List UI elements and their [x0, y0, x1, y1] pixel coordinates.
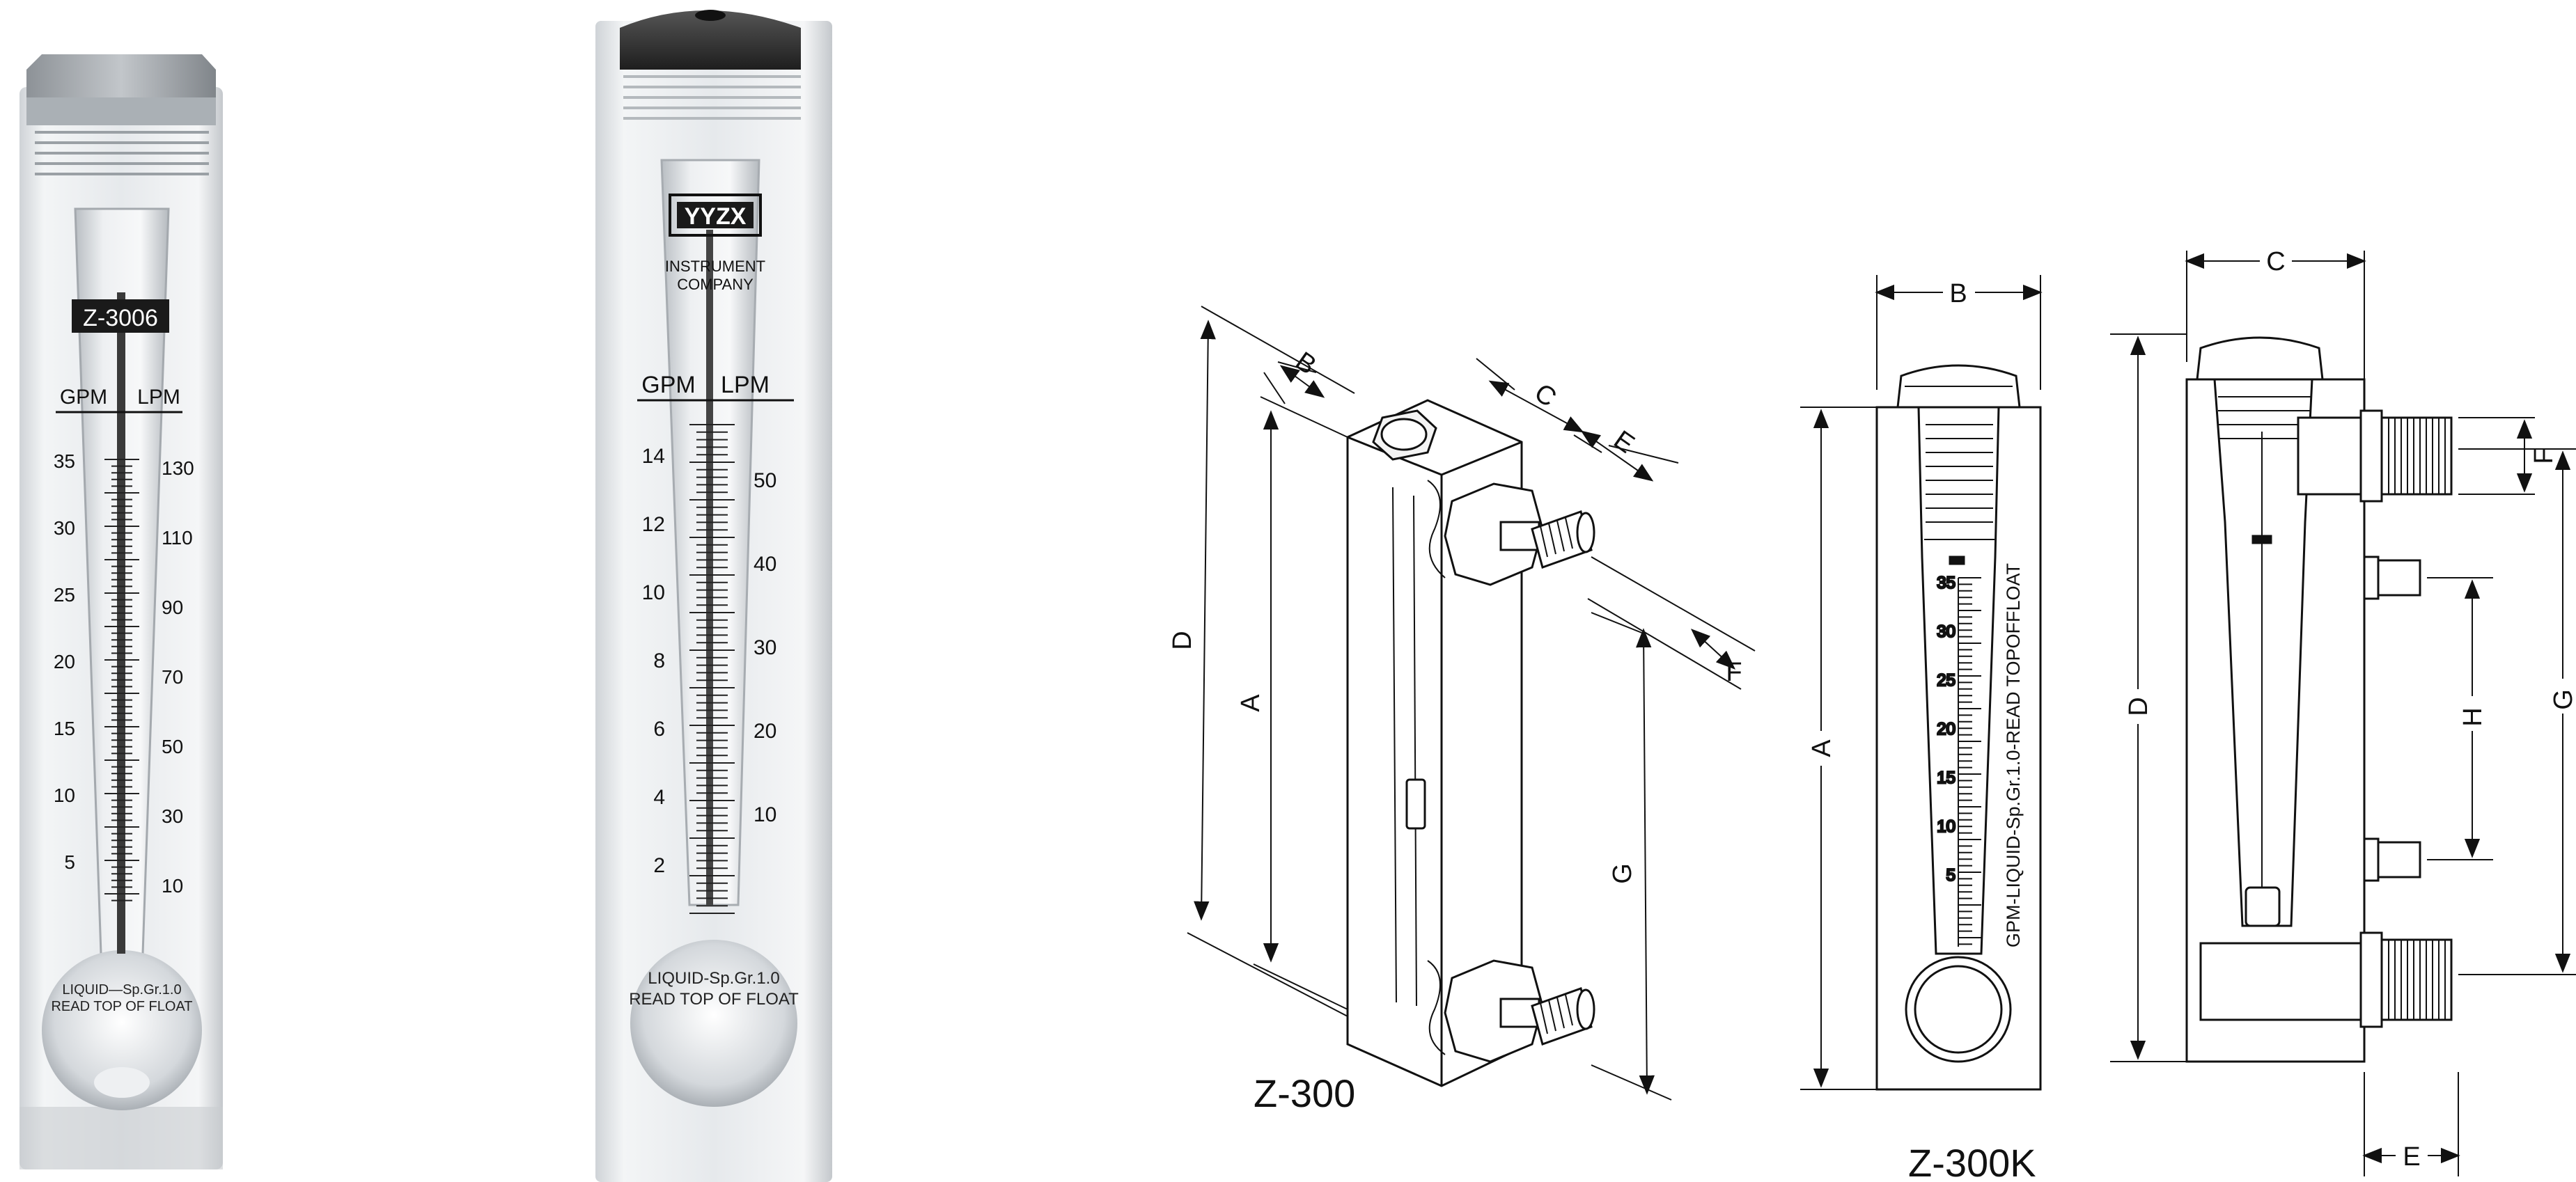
lpm-tick-label: 10: [162, 875, 183, 897]
gpm-tick-label: 10: [642, 581, 665, 604]
gpm-tick-label: 6: [653, 718, 665, 741]
lpm-tick-label: 130: [162, 457, 194, 479]
gpm-tick-label: 4: [653, 786, 665, 809]
z300k-front-labels: B A GPM-LIQUID-Sp.Gr.1.0-READ TOPOFFLOAT…: [1807, 278, 2036, 1182]
gpm-tick-label: 20: [54, 651, 75, 672]
footer-line-1: LIQUID-Sp.Gr.1.0: [648, 969, 779, 988]
dim-f: F: [2529, 448, 2559, 464]
dim-a: A: [1236, 694, 1265, 712]
gpm-tick-label: 35: [54, 450, 75, 472]
drawing-z300: [1187, 306, 1756, 1101]
drawing-z300k-front: 35 30 25 20 15 10 5: [1800, 275, 2043, 1091]
dim-g: G: [2549, 689, 2576, 710]
brand-sub-1: INSTRUMENT: [665, 258, 765, 275]
lpm-tick-label: 70: [162, 666, 183, 688]
scale-text: GPM-LIQUID-Sp.Gr.1.0-READ TOPOFFLOAT: [2003, 563, 2024, 947]
dim-c: C: [1529, 378, 1562, 413]
brand-sub-2: COMPANY: [677, 276, 754, 293]
footer-line-1: LIQUID—Sp.Gr.1.0: [62, 982, 181, 998]
lpm-tick-label: 50: [162, 736, 183, 757]
lpm-tick-label: 110: [162, 527, 193, 549]
lpm-tick-label: 10: [754, 803, 776, 826]
dim-h: H: [2458, 707, 2488, 726]
flowmeter-photo-yyzx: YYZX INSTRUMENT COMPANY GPM LPM 14 12 10 8 6…: [595, 10, 832, 1182]
scale-tick-label: 30: [1937, 622, 1956, 641]
gpm-tick-label: 25: [54, 584, 75, 606]
drawing-z300k-side: [2110, 251, 2576, 1176]
gpm-tick-label: 12: [642, 513, 665, 536]
model-label: Z-3006: [83, 305, 158, 331]
dim-d: D: [2124, 697, 2153, 716]
model-title: Z-300: [1254, 1071, 1355, 1115]
z300k-side-labels: C D F H G E: [2124, 245, 2576, 1172]
scale-tick-label: 15: [1937, 769, 1956, 787]
gpm-tick-label: 14: [642, 445, 665, 468]
scale-tick-label: 20: [1937, 720, 1956, 739]
scale-tick-label: 10: [1937, 817, 1956, 836]
dim-c: C: [2266, 247, 2285, 276]
lpm-tick-label: 40: [754, 553, 776, 576]
scale-tick-label: 25: [1937, 671, 1956, 690]
lpm-tick-label: 90: [162, 597, 183, 618]
lpm-tick-label: 30: [754, 636, 776, 659]
dim-f: F: [1726, 658, 1742, 687]
gpm-header: GPM: [60, 386, 107, 409]
lpm-header: LPM: [721, 372, 770, 398]
gpm-tick-label: 30: [54, 517, 75, 539]
gpm-tick-label: 5: [64, 851, 75, 873]
dim-e: E: [1608, 425, 1639, 459]
dim-g: G: [1608, 863, 1637, 884]
dim-d: D: [1168, 631, 1197, 649]
lpm-header: LPM: [137, 386, 180, 409]
lpm-tick-label: 50: [754, 469, 776, 492]
dim-e: E: [2403, 1142, 2420, 1172]
gpm-header: GPM: [641, 372, 695, 398]
lpm-tick-label: 20: [754, 720, 776, 743]
lpm-tick-label: 30: [162, 805, 183, 827]
model-title: Z-300K: [1908, 1141, 2036, 1182]
footer-line-2: READ TOP OF FLOAT: [51, 999, 192, 1014]
gpm-tick-label: 15: [54, 718, 75, 739]
gpm-tick-label: 10: [54, 785, 75, 806]
gpm-tick-label: 8: [653, 649, 665, 672]
dim-b: B: [1949, 279, 1967, 308]
gpm-tick-label: 2: [653, 854, 665, 877]
flowmeter-photo-z3006: Z-3006 GPM LPM 35 30 25 20 15 10 5 130 110 90 70 5…: [19, 54, 223, 1169]
scale-tick-label: 5: [1946, 866, 1956, 885]
footer-line-2: READ TOP OF FLOAT: [629, 990, 799, 1009]
scale-tick-label: 35: [1937, 574, 1956, 592]
dim-a: A: [1807, 739, 1836, 757]
brand-logo: YYZX: [685, 203, 747, 230]
